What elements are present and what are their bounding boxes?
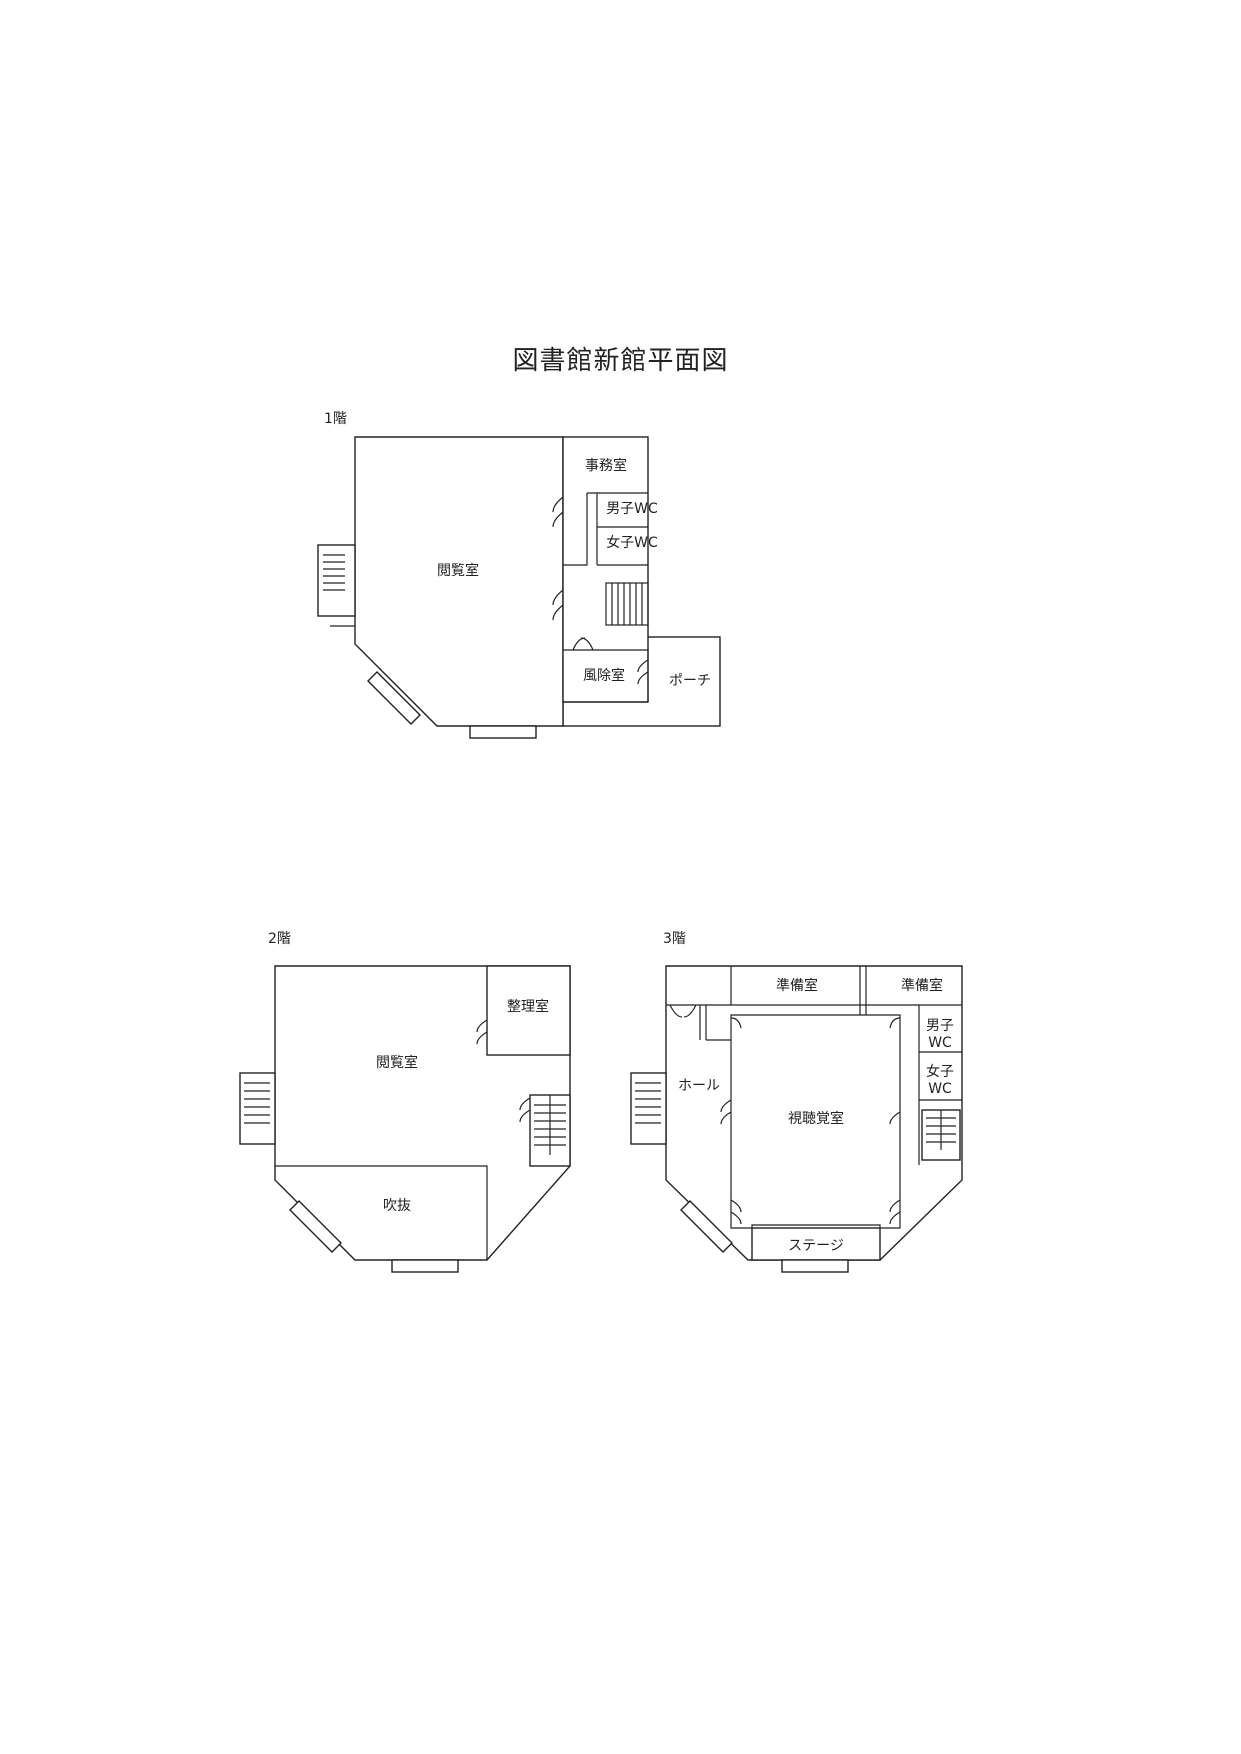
room-label-windbreak: 風除室 [583, 667, 625, 684]
room-label-sorting: 整理室 [507, 998, 549, 1015]
room-label-hall: ホール [678, 1078, 720, 1094]
room-label-womens-wc-3f-line1: 女子 [926, 1063, 954, 1080]
floor-2-plan: 閲覧室 整理室 吹抜 [239, 965, 571, 1273]
floor-2-label: 2階 [268, 931, 291, 947]
room-label-reading-1f: 閲覧室 [437, 562, 479, 579]
room-label-womens-wc-3f-line2: WC [928, 1081, 952, 1097]
floor-1-label: 1階 [324, 411, 347, 427]
room-label-prep-right: 準備室 [901, 977, 943, 994]
room-label-reading-2f: 閲覧室 [376, 1054, 418, 1071]
floor-3-label: 3階 [663, 931, 686, 947]
room-label-mens-wc-3f-line2: WC [928, 1035, 952, 1051]
room-label-av-room: 視聴覚室 [788, 1110, 844, 1127]
room-label-womens-wc-1f: 女子WC [606, 534, 658, 551]
room-label-prep-left: 準備室 [776, 977, 818, 994]
room-label-porch: ポーチ [669, 673, 711, 689]
floor-1-stair [317, 544, 356, 617]
room-label-office: 事務室 [585, 457, 627, 474]
page-title: 図書館新館平面図 [512, 346, 729, 376]
floor-3-plan: 準備室 準備室 男子 WC 女子 WC ホール 視聴覚室 ステージ [630, 965, 963, 1273]
room-label-mens-wc-3f-line1: 男子 [926, 1018, 954, 1034]
floor-1-service-block [562, 436, 649, 703]
room-label-stage: ステージ [788, 1238, 844, 1254]
room-label-atrium: 吹抜 [383, 1198, 411, 1214]
room-label-mens-wc-1f: 男子WC [606, 501, 658, 517]
floor-1-plan: 閲覧室 事務室 男子WC 女子WC 風除室 ポーチ [317, 436, 721, 739]
floor-2-sorting-room [486, 965, 571, 1056]
